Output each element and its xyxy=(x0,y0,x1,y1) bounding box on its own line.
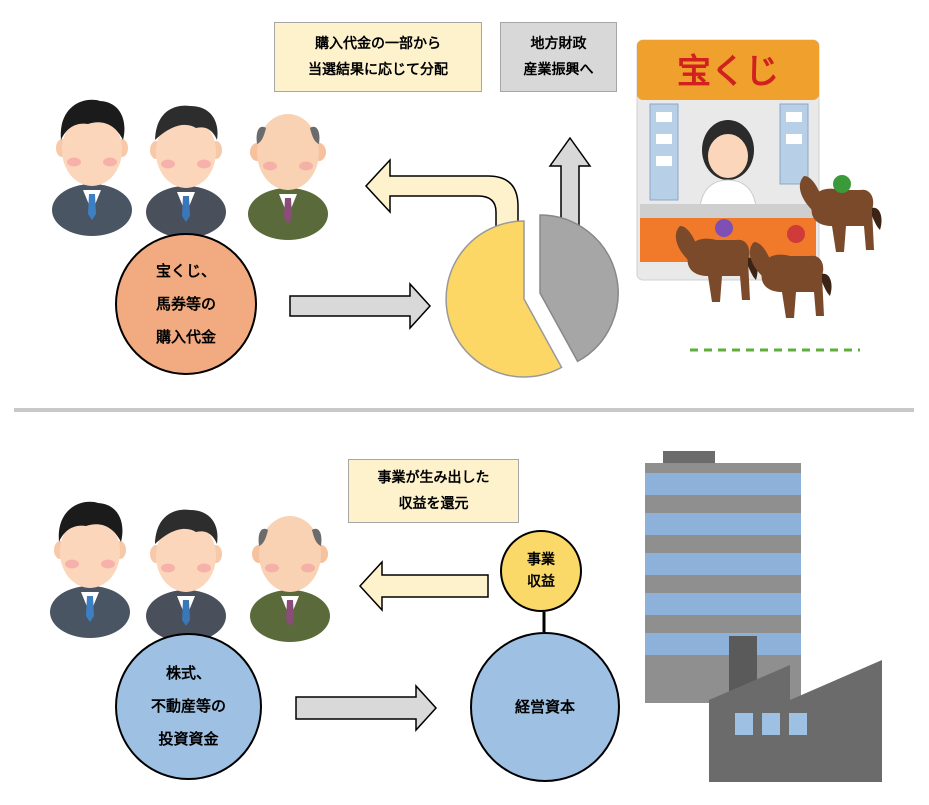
payout-arrow xyxy=(364,158,519,253)
person-middle-aged-man xyxy=(146,509,226,642)
factory-window xyxy=(735,713,753,735)
payout-note: 購入代金の一部から 当選結果に応じて分配 xyxy=(274,22,482,92)
revenue-circle-line-1: 事業 xyxy=(527,552,555,568)
return-note-line-1: 事業が生み出した xyxy=(377,470,490,486)
investment-flow-arrow xyxy=(295,684,438,732)
purchase-flow-arrow xyxy=(289,282,432,330)
investment-circle-line-2: 不動産等の xyxy=(150,697,226,715)
pie-slice-payout xyxy=(445,220,563,378)
public-funds-note-line-2: 産業振興へ xyxy=(523,62,594,78)
purchase-money-circle: 宝くじ、 馬券等の 購入代金 xyxy=(115,233,257,375)
person-elderly-man xyxy=(248,114,328,240)
business-capital-circle: 経営資本 xyxy=(470,632,620,782)
person-young-man xyxy=(50,501,130,638)
return-arrow xyxy=(358,560,489,612)
factory-window xyxy=(762,713,780,735)
booth-sign-text: 宝くじ xyxy=(677,52,779,92)
section-divider xyxy=(14,408,914,412)
booth-sign-board xyxy=(637,40,819,100)
public-funds-note: 地方財政 産業振興へ xyxy=(500,22,617,92)
jockey-red xyxy=(787,225,805,243)
public-funds-note-line-1: 地方財政 xyxy=(530,36,587,52)
payout-note-line-1: 購入代金の一部から xyxy=(315,36,441,52)
investment-money-circle: 株式、 不動産等の 投資資金 xyxy=(115,633,262,780)
return-note: 事業が生み出した 収益を還元 xyxy=(348,459,519,523)
business-revenue-circle: 事業 収益 xyxy=(500,530,582,612)
return-note-line-2: 収益を還元 xyxy=(398,496,469,512)
pie-chart xyxy=(445,214,619,378)
revenue-circle-line-2: 収益 xyxy=(527,574,555,590)
investment-circle-line-3: 投資資金 xyxy=(158,730,219,748)
clerk-face xyxy=(708,134,748,178)
factory-window xyxy=(789,713,807,735)
investment-circle-line-1: 株式、 xyxy=(165,664,211,682)
purchase-circle-line-3: 購入代金 xyxy=(155,327,216,346)
company-building-illustration xyxy=(645,451,882,782)
pie-slice-public xyxy=(539,214,619,363)
people-group-bottom xyxy=(50,501,330,642)
purchase-circle-line-1: 宝くじ、 xyxy=(155,261,216,280)
person-elderly-man xyxy=(250,516,330,642)
lottery-booth-illustration xyxy=(636,39,882,352)
jockey-green xyxy=(833,175,851,193)
capital-circle-label: 経営資本 xyxy=(514,697,575,716)
payout-note-line-2: 当選結果に応じて分配 xyxy=(308,62,448,78)
people-group-top xyxy=(52,99,328,240)
person-middle-aged-man xyxy=(146,105,226,238)
person-young-man xyxy=(52,99,132,236)
office-tower xyxy=(645,463,801,703)
purchase-circle-line-2: 馬券等の xyxy=(155,294,216,313)
jockey-purple xyxy=(715,219,733,237)
